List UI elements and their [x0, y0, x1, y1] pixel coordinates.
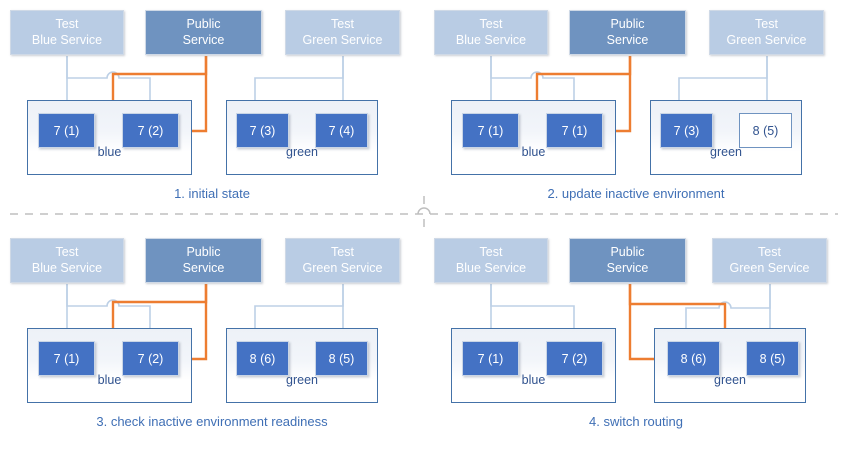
environment-label: green: [286, 373, 318, 387]
service-line-2: Blue Service: [455, 260, 527, 275]
environment-label: blue: [97, 373, 122, 387]
environment-label: green: [286, 145, 318, 159]
instance-box[interactable]: 8 (5): [315, 341, 368, 376]
panel-caption: 3. check inactive environment readiness: [96, 414, 328, 429]
instance-box[interactable]: 7 (2): [122, 341, 179, 376]
instance-box[interactable]: 8 (5): [746, 341, 799, 376]
service-line-1: Test: [55, 17, 79, 32]
instance-box[interactable]: 7 (1): [462, 113, 519, 148]
panel-caption: 1. initial state: [174, 186, 250, 201]
instance-box[interactable]: 7 (3): [236, 113, 289, 148]
instance-box[interactable]: 7 (3): [660, 113, 713, 148]
panel-caption: 2. update inactive environment: [547, 186, 725, 201]
instance-box[interactable]: 8 (6): [236, 341, 289, 376]
instance-box[interactable]: 8 (6): [667, 341, 720, 376]
service-line-2: Blue Service: [31, 32, 103, 47]
instance-box[interactable]: 7 (2): [546, 341, 603, 376]
instance-box[interactable]: 7 (1): [38, 341, 95, 376]
service-line-1: Public: [186, 245, 221, 260]
environment-label: green: [710, 145, 742, 159]
service-line-2: Green Service: [302, 32, 383, 47]
service-line-1: Test: [755, 17, 778, 32]
service-line-2: Service: [182, 260, 225, 275]
service-line-2: Green Service: [302, 260, 383, 275]
service-line-1: Test: [479, 245, 503, 260]
service-line-2: Green Service: [729, 260, 810, 275]
service-line-1: Test: [55, 245, 79, 260]
environment-label: green: [714, 373, 746, 387]
service-line-1: Public: [610, 17, 645, 32]
instance-box[interactable]: 7 (1): [38, 113, 95, 148]
service-line-2: Blue Service: [31, 260, 103, 275]
service-line-2: Service: [606, 32, 649, 47]
service-line-1: Test: [758, 245, 781, 260]
service-line-2: Blue Service: [455, 32, 527, 47]
service-line-2: Green Service: [726, 32, 807, 47]
service-line-2: Service: [606, 260, 649, 275]
environment-label: blue: [97, 145, 122, 159]
service-line-1: Public: [186, 17, 221, 32]
instance-box[interactable]: 7 (1): [546, 113, 603, 148]
service-line-1: Public: [610, 245, 645, 260]
service-line-1: Test: [331, 17, 354, 32]
service-line-1: Test: [331, 245, 354, 260]
instance-box[interactable]: 7 (1): [462, 341, 519, 376]
instance-box[interactable]: 8 (5): [739, 113, 792, 148]
instance-box[interactable]: 7 (2): [122, 113, 179, 148]
panel-caption: 4. switch routing: [589, 414, 683, 429]
environment-label: blue: [521, 145, 546, 159]
service-line-1: Test: [479, 17, 503, 32]
environment-label: blue: [521, 373, 546, 387]
service-line-2: Service: [182, 32, 225, 47]
instance-box[interactable]: 7 (4): [315, 113, 368, 148]
